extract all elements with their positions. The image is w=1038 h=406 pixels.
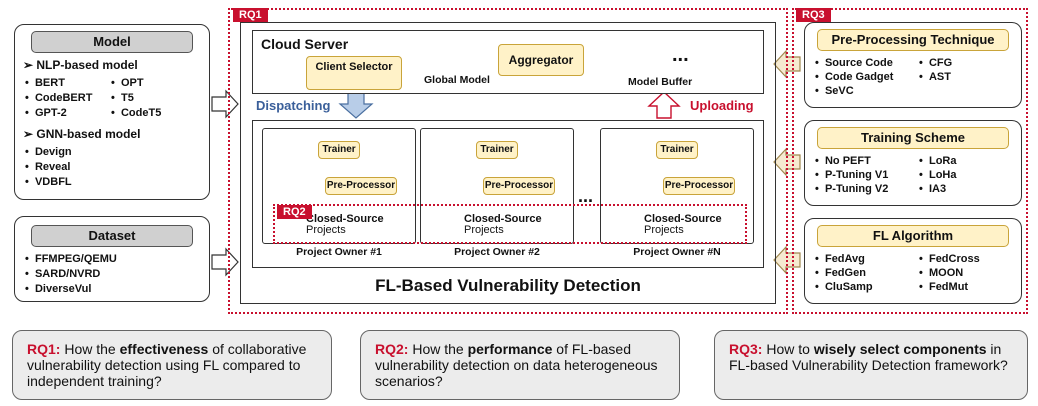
aggregator-box: Aggregator <box>498 44 584 76</box>
ts-item-ia3: • IA3 <box>919 183 947 195</box>
owners-ellipsis: ... <box>578 186 594 206</box>
model-title: Model <box>31 31 193 53</box>
rq3-question-tag: RQ3: <box>729 341 763 357</box>
rq2-question-box: RQ2: How the performance of FL-based vul… <box>360 330 680 400</box>
dispatching-arrow <box>338 92 374 119</box>
ts-item-lora: • LoRa <box>919 155 957 167</box>
dataset-item-ffmpeg: • FFMPEG/QEMU <box>25 253 117 265</box>
rq1-question-tag: RQ1: <box>27 341 61 357</box>
nlp-item-codet5: • CodeT5 <box>111 107 162 119</box>
rq3-label: RQ3 <box>796 8 831 22</box>
nlp-item-codebert: • CodeBERT <box>25 92 93 104</box>
owner-n-preprocessor: Pre-Processor <box>663 177 735 195</box>
uploading-label: Uploading <box>690 98 754 113</box>
ts-item-ptuning-v1: • P-Tuning V1 <box>815 169 889 181</box>
rq3-question-box: RQ3: How to wisely select components in … <box>714 330 1028 400</box>
dataset-to-center-arrow <box>211 247 239 277</box>
preprocessing-panel: Pre-Processing Technique • Source Code •… <box>804 22 1022 108</box>
ts-item-loha: • LoHa <box>919 169 957 181</box>
gnn-header: ➢ GNN-based model <box>23 127 141 141</box>
buffer-ellipsis: ... <box>672 44 689 66</box>
rq1-region <box>228 8 788 314</box>
pp-item-ast: • AST <box>919 71 951 83</box>
rq3-region <box>792 8 1028 314</box>
dataset-item-diversevul: • DiverseVul <box>25 283 92 295</box>
ts-item-no-peft: • No PEFT <box>815 155 871 167</box>
pp-item-code-gadget: • Code Gadget <box>815 71 894 83</box>
rq2-region <box>273 204 747 244</box>
pp-item-source-code: • Source Code <box>815 57 893 69</box>
owner-1-label: Project Owner #1 <box>296 246 382 258</box>
preprocessing-title: Pre-Processing Technique <box>817 29 1009 51</box>
owner-1-trainer: Trainer <box>318 141 360 159</box>
nlp-item-opt: • OPT <box>111 77 144 89</box>
gnn-item-vdbfl: • VDBFL <box>25 176 72 188</box>
dataset-panel: Dataset • FFMPEG/QEMU • SARD/NVRD • Dive… <box>14 216 210 302</box>
cloud-server-title: Cloud Server <box>261 36 349 52</box>
model-to-center-arrow <box>211 89 239 119</box>
uploading-arrow <box>647 91 681 119</box>
dataset-title: Dataset <box>31 225 193 247</box>
fl-algorithm-panel: FL Algorithm • FedAvg • FedGen • CluSamp… <box>804 218 1022 304</box>
owner-1-preprocessor: Pre-Processor <box>325 177 397 195</box>
training-panel: Training Scheme • No PEFT • P-Tuning V1 … <box>804 120 1022 206</box>
dataset-item-sard: • SARD/NVRD <box>25 268 101 280</box>
rq2-label: RQ2 <box>277 205 312 219</box>
fl-algorithm-title: FL Algorithm <box>817 225 1009 247</box>
rq1-question-box: RQ1: How the effectiveness of collaborat… <box>12 330 332 400</box>
fl-item-fedavg: • FedAvg <box>815 253 865 265</box>
pp-item-cfg: • CFG <box>919 57 953 69</box>
owner-n-trainer: Trainer <box>656 141 698 159</box>
owner-2-preprocessor: Pre-Processor <box>483 177 555 195</box>
rq2-question-tag: RQ2: <box>375 341 409 357</box>
global-model-label: Global Model <box>424 74 490 86</box>
rq1-label: RQ1 <box>233 8 268 22</box>
training-title: Training Scheme <box>817 127 1009 149</box>
nlp-item-gpt2: • GPT-2 <box>25 107 67 119</box>
pp-item-sevc: • SeVC <box>815 85 854 97</box>
fl-item-moon: • MOON <box>919 267 964 279</box>
client-selector-box: Client Selector <box>306 56 402 90</box>
fl-item-fedcross: • FedCross <box>919 253 980 265</box>
owner-2-trainer: Trainer <box>476 141 518 159</box>
ts-item-ptuning-v2: • P-Tuning V2 <box>815 183 889 195</box>
model-buffer-label: Model Buffer <box>628 76 693 88</box>
fl-item-clusamp: • CluSamp <box>815 281 873 293</box>
owner-n-label: Project Owner #N <box>633 246 721 258</box>
framework-title: FL-Based Vulnerability Detection <box>375 276 641 295</box>
model-panel: Model ➢ NLP-based model • BERT • CodeBER… <box>14 24 210 200</box>
fl-item-fedgen: • FedGen <box>815 267 866 279</box>
nlp-item-t5: • T5 <box>111 92 134 104</box>
dispatching-label: Dispatching <box>256 98 331 113</box>
gnn-item-devign: • Devign <box>25 146 72 158</box>
nlp-header: ➢ NLP-based model <box>23 58 138 72</box>
nlp-item-bert: • BERT <box>25 77 65 89</box>
fl-framework-panel <box>240 22 776 304</box>
project-owners-box <box>252 120 764 268</box>
owner-2-label: Project Owner #2 <box>454 246 540 258</box>
gnn-item-reveal: • Reveal <box>25 161 71 173</box>
fl-item-fedmut: • FedMut <box>919 281 969 293</box>
